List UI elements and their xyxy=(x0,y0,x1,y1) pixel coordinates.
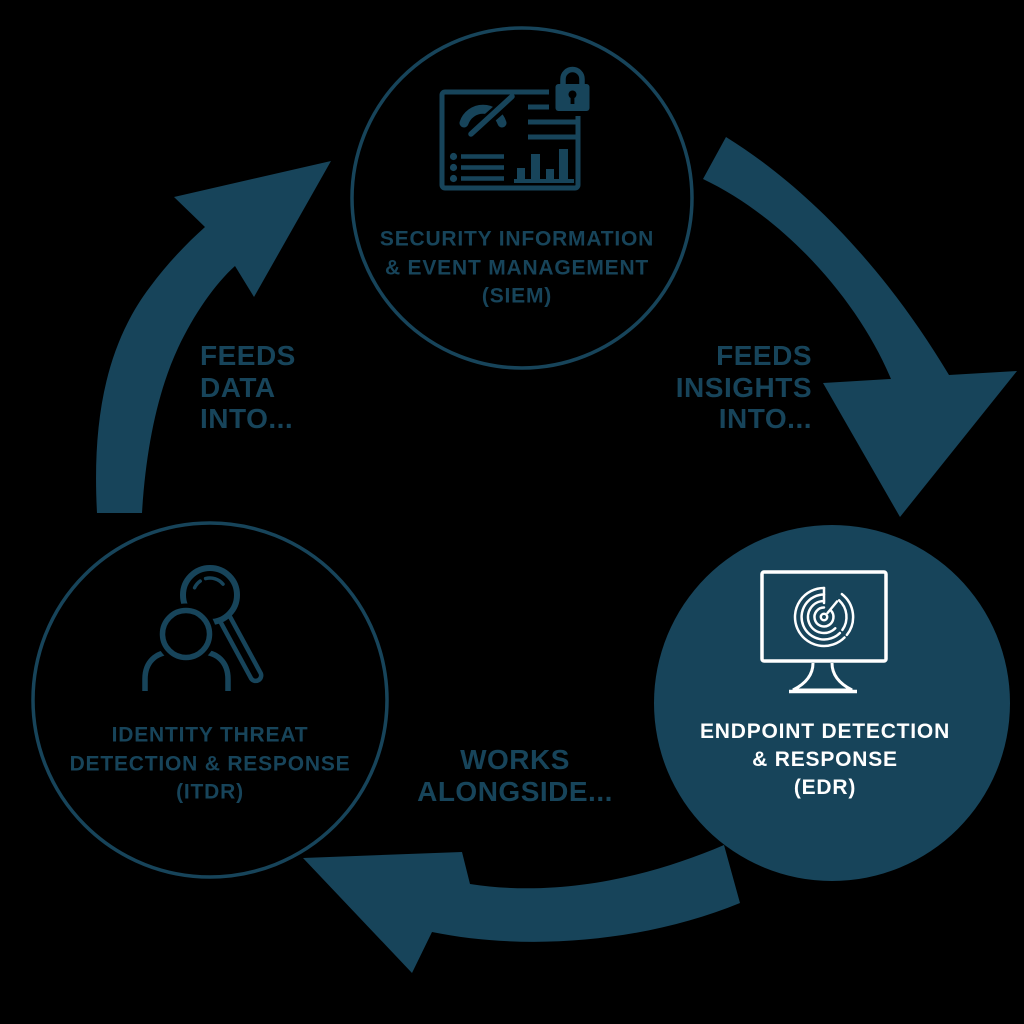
edr-label: ENDPOINT DETECTION & RESPONSE (EDR) xyxy=(700,718,950,802)
itdr-label: IDENTITY THREAT DETECTION & RESPONSE (IT… xyxy=(70,721,351,807)
itdr-circle xyxy=(31,521,389,879)
bullet-dot xyxy=(449,174,458,183)
edge-label-line: INTO... xyxy=(200,402,294,434)
bullet-dot xyxy=(449,152,458,161)
edge-label-line: WORKS xyxy=(460,744,570,775)
feeds-data-into-label: FEEDS DATA INTO... xyxy=(200,340,296,435)
keyhole xyxy=(568,90,577,99)
edge-label-line: INTO... xyxy=(718,402,812,434)
edr-circle xyxy=(654,525,1010,881)
radar-glyph xyxy=(793,586,855,648)
siem-dashboard-icon xyxy=(439,64,596,191)
bar xyxy=(517,168,525,179)
siem-label-line: SECURITY INFORMATION xyxy=(379,227,655,251)
edr-label-line: & RESPONSE xyxy=(752,748,898,771)
lock-shackle xyxy=(560,66,585,86)
bar xyxy=(559,149,568,179)
bullet-lines xyxy=(461,154,504,181)
monitor-radar-icon xyxy=(760,570,888,694)
edge-label-line: ALONGSIDE... xyxy=(417,776,613,807)
radar-center-dot xyxy=(819,612,829,622)
feeds-insights-into-label: FEEDS INSIGHTS INTO... xyxy=(676,340,812,435)
gauge-arc xyxy=(459,104,507,128)
dashboard-frame xyxy=(439,89,581,191)
bar xyxy=(531,154,540,179)
siem-label-line: & EVENT MANAGEMENT xyxy=(384,255,650,279)
arrow-edr-to-itdr xyxy=(303,845,740,973)
itdr-label-line: (ITDR) xyxy=(176,780,244,804)
lock-icon xyxy=(549,64,596,116)
edr-label-line: (EDR) xyxy=(793,776,857,799)
siem-label-line: (SIEM) xyxy=(481,284,553,308)
arrow-siem-to-edr xyxy=(703,137,1017,517)
edr-label-line: ENDPOINT DETECTION xyxy=(699,720,951,743)
person-magnifier-icon xyxy=(142,565,264,691)
bullet-dot xyxy=(449,163,458,172)
edge-label-line: FEEDS xyxy=(200,339,296,371)
edge-label-line: FEEDS xyxy=(716,339,812,371)
lens-highlight xyxy=(192,576,225,590)
siem-circle xyxy=(350,26,694,370)
person-head xyxy=(159,607,213,661)
edge-label-line: INSIGHTS xyxy=(675,371,812,403)
works-alongside-label: WORKS ALONGSIDE... xyxy=(417,744,613,808)
bar xyxy=(546,169,554,179)
gauge-needle xyxy=(468,93,515,137)
magnifier-handle xyxy=(217,613,264,684)
arrow-itdr-to-siem xyxy=(96,161,331,513)
keyhole-slot xyxy=(570,96,575,104)
siem-label: SECURITY INFORMATION & EVENT MANAGEMENT … xyxy=(380,225,654,311)
edge-label-line: DATA xyxy=(200,371,276,403)
monitor-screen xyxy=(760,570,888,663)
itdr-label-line: IDENTITY THREAT xyxy=(111,723,309,747)
itdr-label-line: DETECTION & RESPONSE xyxy=(69,751,351,775)
